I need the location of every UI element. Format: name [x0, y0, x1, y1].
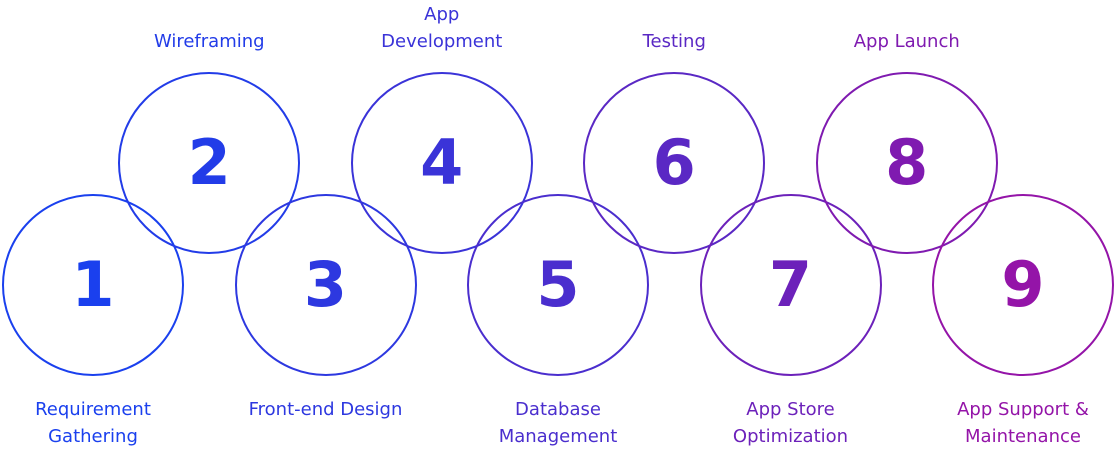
step-circle-2: 2	[118, 72, 301, 254]
step-number: 9	[1001, 248, 1045, 321]
step-number: 2	[187, 126, 231, 199]
step-label: App Support & Maintenance	[957, 399, 1089, 447]
step-number: 5	[536, 248, 580, 321]
step-circle-3: 3	[234, 194, 417, 376]
step-label: Wireframing	[153, 31, 265, 52]
step-circle-8: 8	[815, 72, 998, 254]
step-label: Testing	[642, 31, 706, 52]
step-circle-7: 7	[699, 194, 882, 376]
step-number: 8	[885, 126, 929, 199]
step-number: 3	[303, 248, 348, 321]
step-number: 4	[420, 126, 464, 199]
step-number: 6	[652, 126, 696, 199]
step-circle-6: 6	[583, 72, 766, 254]
step-label: App Launch	[853, 31, 960, 52]
step-circle-9: 9	[932, 194, 1114, 376]
step-circle-1: 1	[2, 194, 184, 376]
step-number: 7	[768, 248, 813, 321]
step-label: Requirement Gathering	[35, 399, 151, 447]
step-label: App Store Optimization	[732, 399, 849, 447]
step-label: Database Management	[498, 399, 618, 447]
step-circle-4: 4	[350, 72, 533, 254]
step-label: App Development	[381, 4, 503, 52]
step-label: Front-end Design	[248, 399, 403, 420]
step-number: 1	[71, 248, 115, 321]
step-circle-5: 5	[467, 194, 649, 376]
